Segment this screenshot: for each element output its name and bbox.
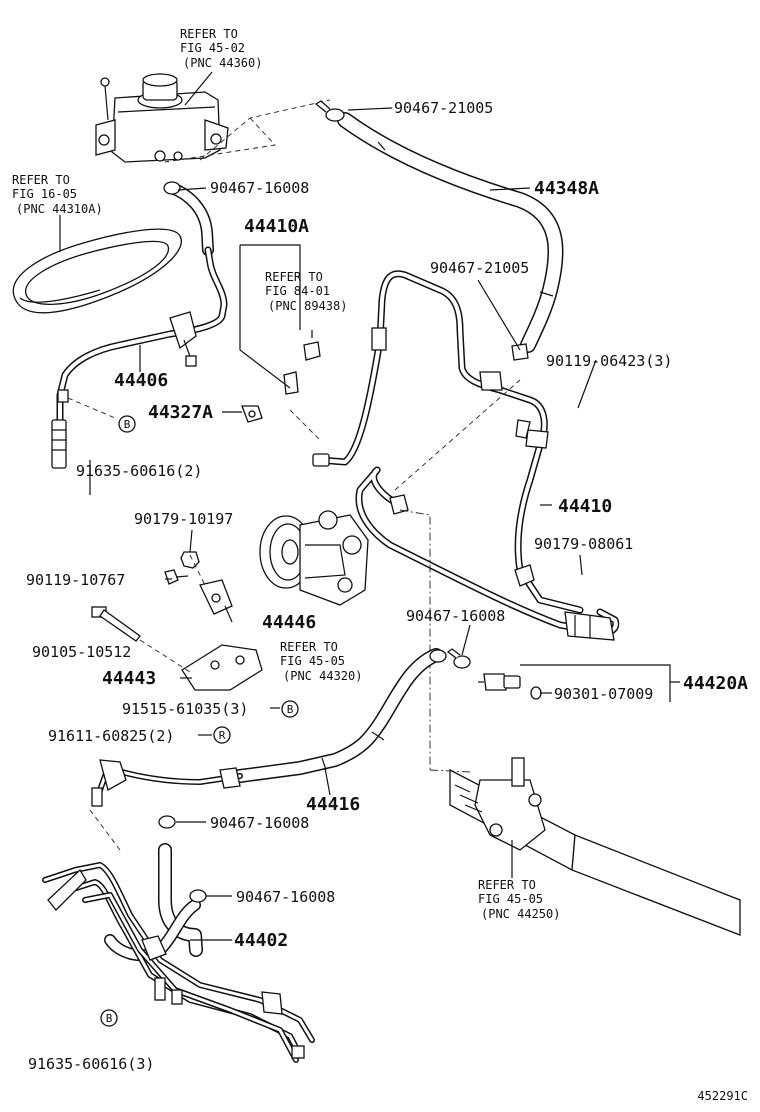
- label-90467-16008: 90467-16008: [236, 888, 335, 906]
- feed-hose-icon: [163, 181, 214, 256]
- label-90467-16008: 90467-16008: [210, 814, 309, 832]
- drive-belt-icon: [12, 215, 182, 314]
- label-44410: 44410: [558, 496, 612, 517]
- return-hose-icon: [337, 112, 564, 353]
- svg-text:R: R: [219, 729, 226, 742]
- label-91635-60616: 91635-60616(2): [76, 462, 202, 480]
- svg-text:FIG 45-02: FIG 45-02: [180, 41, 245, 55]
- svg-text:(PNC 44250): (PNC 44250): [481, 907, 560, 921]
- label-44416: 44416: [306, 794, 360, 815]
- pressure-tube-44410-icon: [312, 270, 584, 614]
- svg-text:B: B: [124, 418, 131, 431]
- svg-text:FIG 16-05: FIG 16-05: [12, 187, 77, 201]
- label-44443: 44443: [102, 668, 156, 689]
- bracket-44410A: [240, 244, 301, 330]
- label-90179-08061: 90179-08061: [534, 535, 633, 553]
- guide-line: [289, 409, 321, 441]
- svg-text:REFER TO: REFER TO: [12, 173, 70, 187]
- svg-text:REFER TO: REFER TO: [280, 640, 338, 654]
- reference-belt: REFER TO FIG 16-05 (PNC 44310A): [12, 173, 103, 216]
- svg-text:(PNC 89438): (PNC 89438): [268, 299, 347, 313]
- pressure-hose-44416-icon: [91, 648, 447, 807]
- steering-gear-icon: [449, 757, 741, 936]
- nut-icon: [180, 551, 200, 569]
- return-tube-assembly-icon: [42, 862, 315, 1063]
- label-90179-10197: 90179-10197: [134, 510, 233, 528]
- long-bolt-icon: [91, 606, 141, 642]
- svg-text:B: B: [106, 1012, 113, 1025]
- label-90119-10767: 90119-10767: [26, 571, 125, 589]
- label-91635-60616: 91635-60616(3): [28, 1055, 154, 1073]
- label-90105-10512: 90105-10512: [32, 643, 131, 661]
- pressure-tube-44406-icon: [51, 246, 228, 469]
- marker-b: B: [281, 700, 299, 718]
- marker-b: B: [100, 1009, 118, 1027]
- svg-text:(PNC 44310A): (PNC 44310A): [16, 202, 103, 216]
- pump-bracket-44443-icon: [181, 644, 263, 691]
- leader-lines: [89, 107, 680, 941]
- svg-text:(PNC 44320): (PNC 44320): [283, 669, 362, 683]
- label-90467-21005: 90467-21005: [394, 99, 493, 117]
- power-steering-pump-icon: [259, 510, 369, 606]
- guide-line: [394, 379, 521, 491]
- svg-text:B: B: [287, 703, 294, 716]
- union-bolt-icon: [478, 673, 542, 700]
- svg-text:REFER TO: REFER TO: [265, 270, 323, 284]
- reservoir-icon: [95, 73, 229, 163]
- guide-line: [139, 639, 191, 673]
- part-labels: 90467-21005 44348A 90467-16008 44410A 90…: [26, 99, 748, 1073]
- pump-bracket-44446-icon: [199, 579, 233, 615]
- marker-b: B: [118, 415, 136, 433]
- diagram-id: 452291C: [697, 1089, 748, 1103]
- svg-text:(PNC 44360): (PNC 44360): [183, 56, 262, 70]
- guide-line: [429, 769, 471, 773]
- svg-text:FIG 45-05: FIG 45-05: [280, 654, 345, 668]
- label-44402: 44402: [234, 930, 288, 951]
- label-90301-07009: 90301-07009: [554, 685, 653, 703]
- marker-r: R: [213, 726, 231, 744]
- svg-text:FIG 45-05: FIG 45-05: [478, 892, 543, 906]
- svg-text:REFER TO: REFER TO: [180, 27, 238, 41]
- guide-line: [164, 117, 276, 163]
- svg-text:FIG 84-01: FIG 84-01: [265, 284, 330, 298]
- hose-clip-icon: [189, 889, 207, 903]
- hose-clip-icon: [158, 815, 176, 829]
- reference-pump: REFER TO FIG 45-05 (PNC 44320): [280, 640, 362, 683]
- label-44406: 44406: [114, 370, 168, 391]
- label-90119-06423: 90119-06423(3): [546, 352, 672, 370]
- reference-reservoir: REFER TO FIG 45-02 (PNC 44360): [180, 27, 262, 70]
- leader-reservoir: [184, 71, 213, 106]
- label-91515-61035: 91515-61035(3): [122, 700, 248, 718]
- guide-line: [67, 397, 116, 419]
- label-44327A: 44327A: [148, 402, 213, 423]
- label-44446: 44446: [262, 612, 316, 633]
- bracket-44410A: [239, 245, 291, 389]
- svg-text:REFER TO: REFER TO: [478, 878, 536, 892]
- label-90467-21005: 90467-21005: [430, 259, 529, 277]
- reference-gear: REFER TO FIG 45-05 (PNC 44250): [478, 878, 560, 921]
- label-90467-16008: 90467-16008: [210, 179, 309, 197]
- label-44410A: 44410A: [244, 216, 309, 237]
- label-44420A: 44420A: [683, 673, 748, 694]
- clamp-icon: [241, 405, 263, 423]
- label-91611-60825: 91611-60825(2): [48, 727, 174, 745]
- label-90467-16008: 90467-16008: [406, 607, 505, 625]
- pressure-tube-lower-icon: [355, 466, 620, 641]
- pressure-sensor-icon: [283, 330, 321, 395]
- label-44348A: 44348A: [534, 178, 599, 199]
- bolt-icon: [164, 569, 189, 585]
- hose-clip-icon: [314, 100, 345, 122]
- hose-clip-icon: [446, 648, 471, 669]
- guide-line: [189, 554, 206, 586]
- reference-sensor: REFER TO FIG 84-01 (PNC 89438): [265, 270, 347, 313]
- guide-line: [89, 809, 121, 851]
